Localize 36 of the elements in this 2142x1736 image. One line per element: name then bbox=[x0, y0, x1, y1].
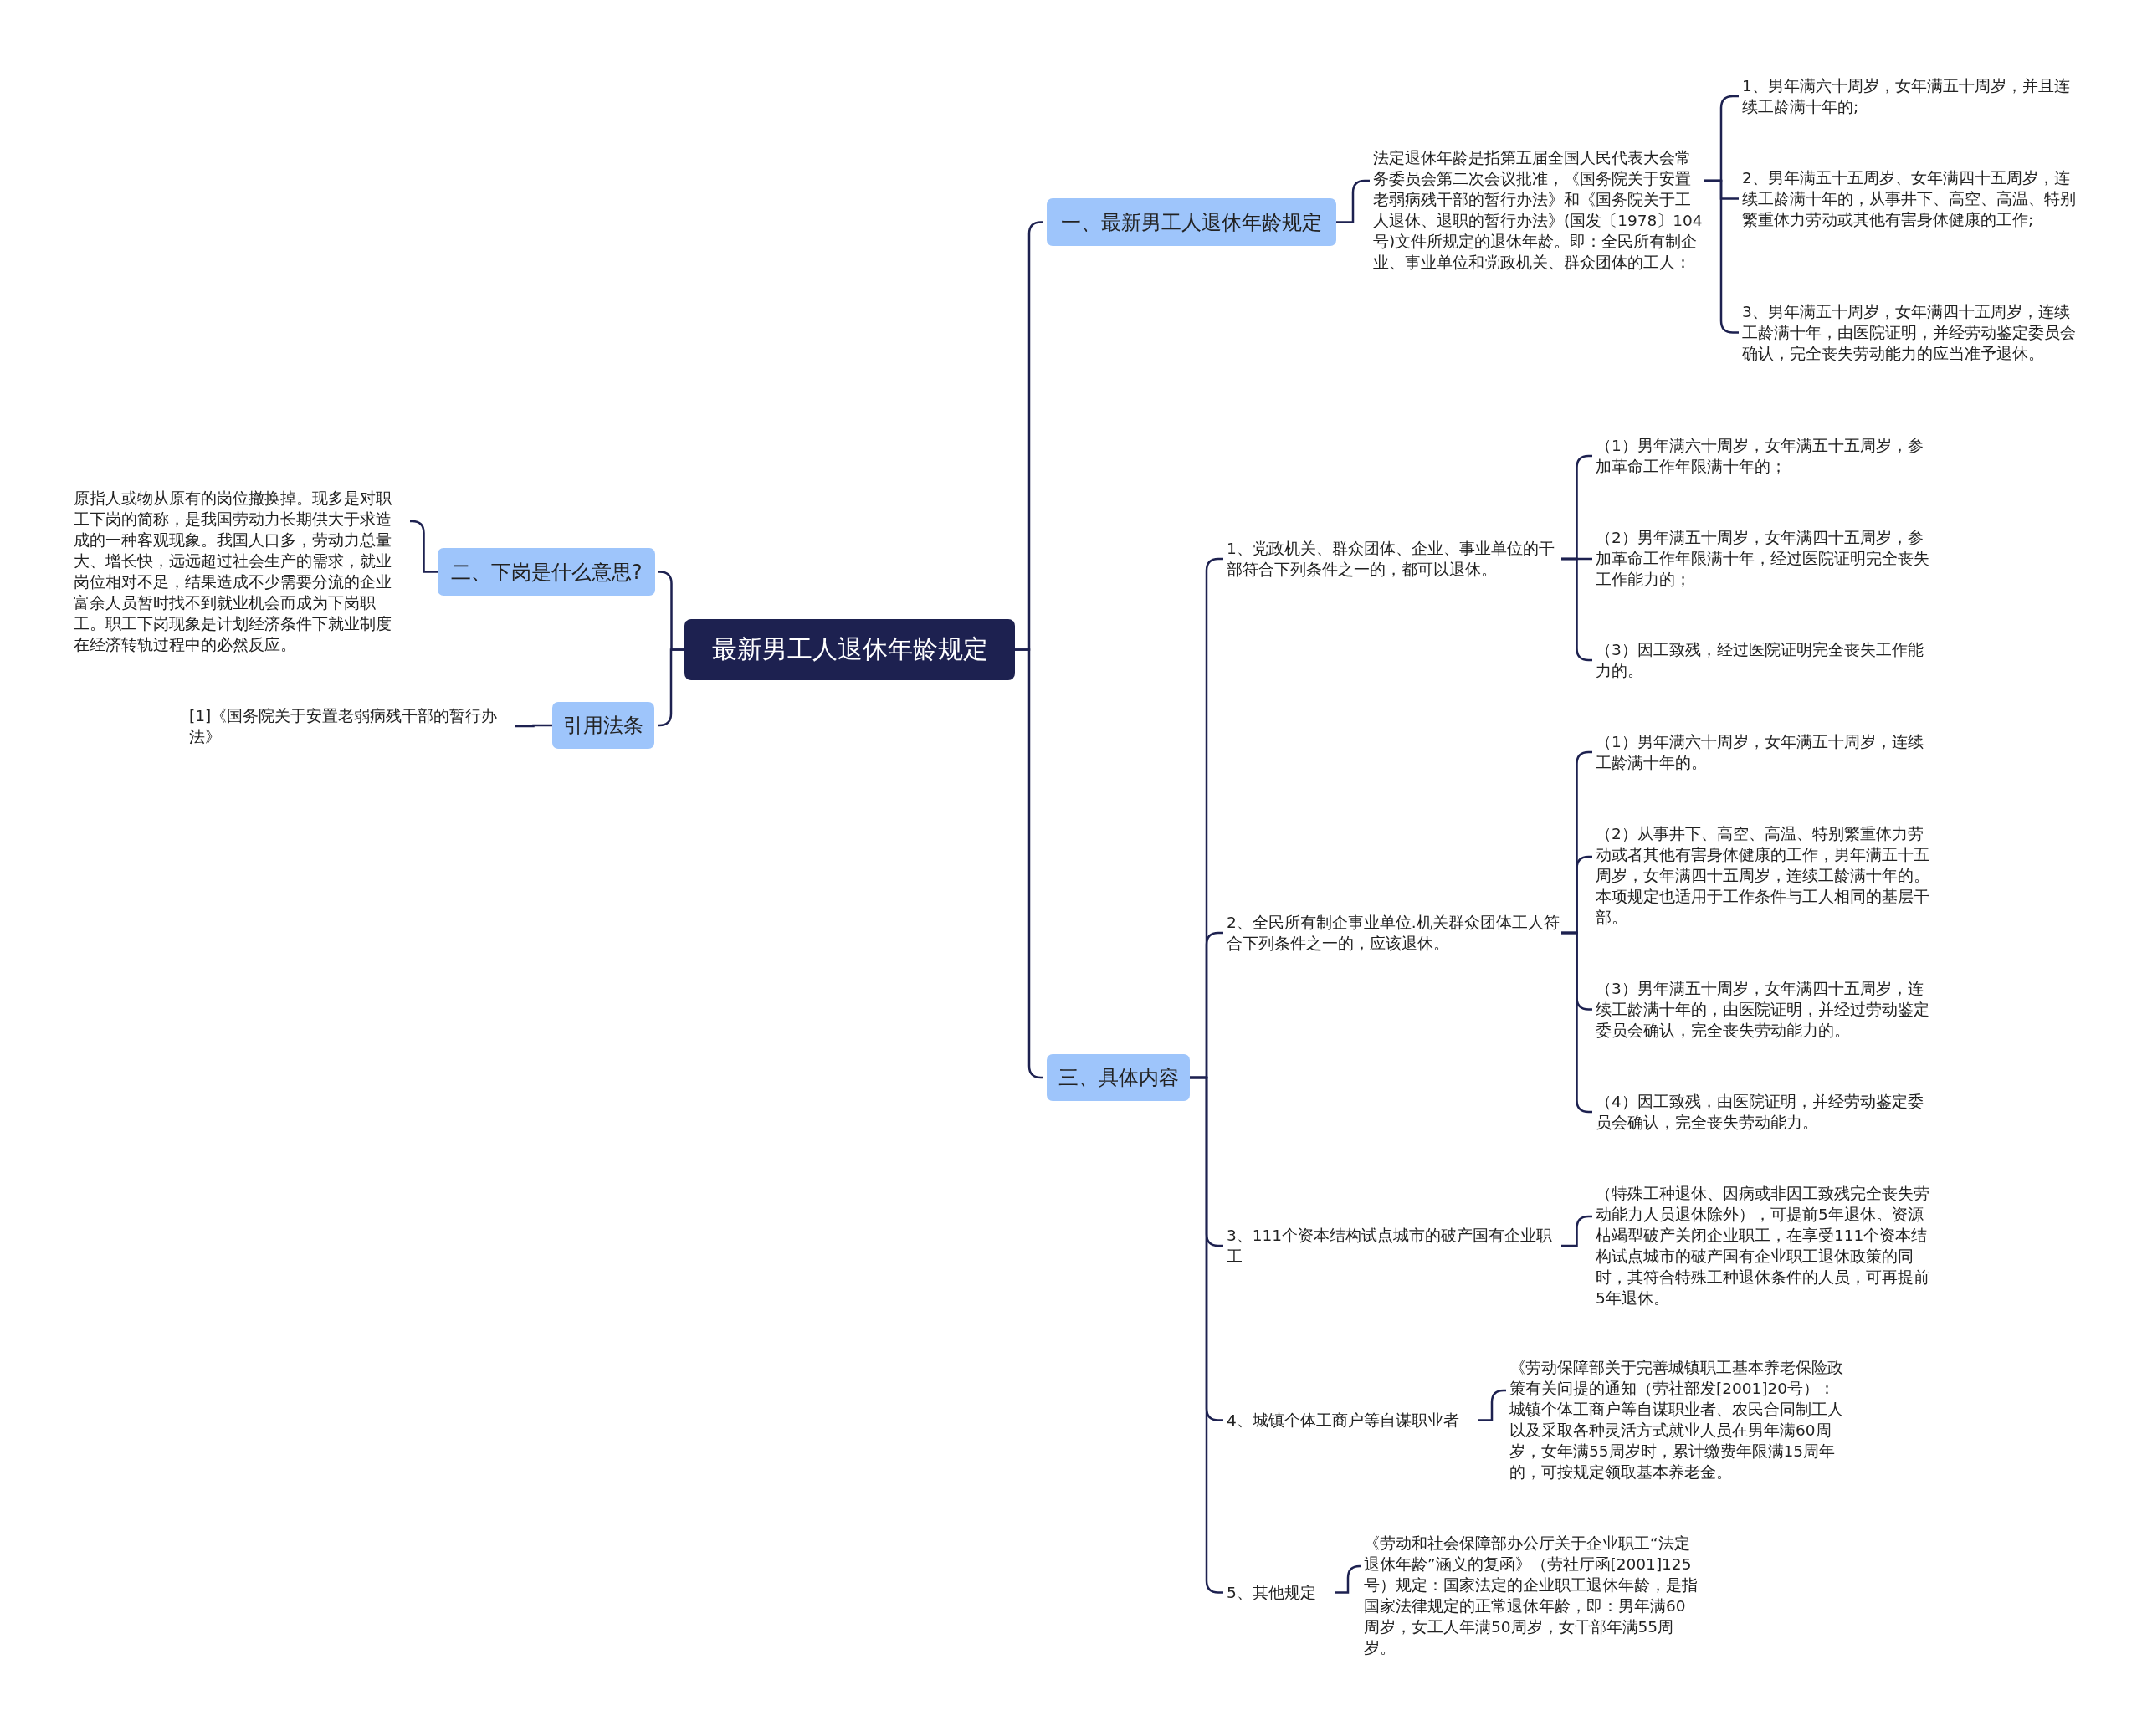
note-text: （3）男年满五十周岁，女年满四十五周岁，连续工龄满十年的，由医院证明，并经过劳动鉴定委员会确认，完全丧失劳动能力的。 bbox=[1596, 978, 1934, 1041]
topic-box bbox=[1047, 1054, 1190, 1101]
connector-line bbox=[515, 724, 552, 728]
note-text: （特殊工种退休、因病或非因工致残完全丧失劳动能力人员退休除外），可提前5年退休。资源枯竭型破产关闭企业职工，在享受111个资本结构试点城市的破产国有企业职工退休政策的同时，其符合特殊工种退休条件的人员，可再提前5年退休。 bbox=[1596, 1183, 1934, 1308]
topic-label: 最新男工人退休年龄规定 bbox=[711, 633, 988, 665]
connector-line bbox=[1336, 179, 1370, 223]
note-text: （3）因工致残，经过医院证明完全丧失工作能力的。 bbox=[1596, 639, 1934, 681]
note-text: 2、全民所有制企事业单位.机关群众团体工人符合下列条件之一的，应该退休。 bbox=[1227, 912, 1561, 954]
note-text: （1）男年满六十周岁，女年满五十周岁，连续工龄满十年的。 bbox=[1596, 731, 1934, 773]
note-text: 3、男年满五十周岁，女年满四十五周岁，连续工龄满十年，由医院证明，并经劳动鉴定委员会确认，完全丧失劳动能力的应当准予退休。 bbox=[1742, 301, 2085, 364]
topic-label: 一、最新男工人退休年龄规定 bbox=[1061, 209, 1322, 236]
topic-box bbox=[438, 548, 655, 596]
connector-line bbox=[1478, 1389, 1506, 1421]
note-text: 《劳动和社会保障部办公厅关于企业职工“法定退休年龄”涵义的复函》（劳社厅函[2001]125号）规定：国家法定的企业职工退休年龄，是指国家法律规定的正常退休年龄，即：男年满60周岁，女工人年满50周岁，女干部年满55周岁。 bbox=[1364, 1533, 1699, 1658]
note-text: 1、男年满六十周岁，女年满五十周岁，并且连续工龄满十年的; bbox=[1742, 75, 2085, 117]
note-text: 原指人或物从原有的岗位撤换掉。现多是对职工下岗的简称，是我国劳动力长期供大于求造成的一种客观现象。我国人口多，劳动力总量大、增长快，远远超过社会生产的需求，就业岗位相对不足，结果造成不少需要分流的企业富余人员暂时找不到就业机会而成为下岗职工。职工下岗现象是计划经济条件下就业制度在经济转轨过程中的必然反应。 bbox=[74, 488, 407, 655]
note-text: 4、城镇个体工商户等自谋职业者 bbox=[1227, 1410, 1478, 1431]
topic-box bbox=[1047, 198, 1336, 246]
note-text: （2）从事井下、高空、高温、特别繁重体力劳动或者其他有害身体健康的工作，男年满五十五周岁，女年满四十五周岁，连续工龄满十年的。本项规定也适用于工作条件与工人相同的基层干部。 bbox=[1596, 823, 1934, 928]
note-text: [1]《国务院关于安置老弱病残干部的暂行办法》 bbox=[189, 705, 511, 747]
central-topic-box bbox=[684, 619, 1015, 680]
note-text: 《劳动保障部关于完善城镇职工基本养老保险政策有关问提的通知（劳社部发[2001]20号）：城镇个体工商户等自谋职业者、农民合同制工人以及采取各种灵活方式就业人员在男年满60周岁，女年满55周岁时，累计缴费年限满15周年的，可按规定领取基本养老金。 bbox=[1509, 1357, 1844, 1483]
note-text: 2、男年满五十五周岁、女年满四十五周岁，连续工龄满十年的，从事井下、高空、高温、特别繁重体力劳动或其他有害身体健康的工作; bbox=[1742, 167, 2085, 230]
note-text: 1、党政机关、群众团体、企业、事业单位的干部符合下列条件之一的，都可以退休。 bbox=[1227, 538, 1561, 580]
topic-label: 引用法条 bbox=[563, 713, 643, 739]
note-text: 5、其他规定 bbox=[1227, 1582, 1335, 1603]
note-text: （1）男年满六十周岁，女年满五十五周岁，参加革命工作年限满十年的； bbox=[1596, 435, 1934, 477]
note-text: 法定退休年龄是指第五届全国人民代表大会常务委员会第二次会议批准，《国务院关于安置老弱病残干部的暂行办法》和《国务院关于工人退休、退职的暂行办法》(国发〔1978〕104号)文件所规定的退休年龄。即：全民所有制企业、事业单位和党政机关、群众团体的工人： bbox=[1373, 147, 1704, 273]
note-text: 3、111个资本结构试点城市的破产国有企业职工 bbox=[1227, 1225, 1561, 1267]
note-text: （2）男年满五十周岁，女年满四十五周岁，参加革命工作年限满十年，经过医院证明完全丧失工作能力的； bbox=[1596, 527, 1934, 590]
topic-box bbox=[552, 702, 654, 749]
topic-label: 三、具体内容 bbox=[1058, 1065, 1179, 1091]
connector-line bbox=[1561, 1215, 1592, 1247]
topic-label: 二、下岗是什么意思? bbox=[450, 559, 643, 586]
connector-line bbox=[1335, 1564, 1361, 1594]
note-text: （4）因工致残，由医院证明，并经劳动鉴定委员会确认，完全丧失劳动能力。 bbox=[1596, 1091, 1934, 1133]
